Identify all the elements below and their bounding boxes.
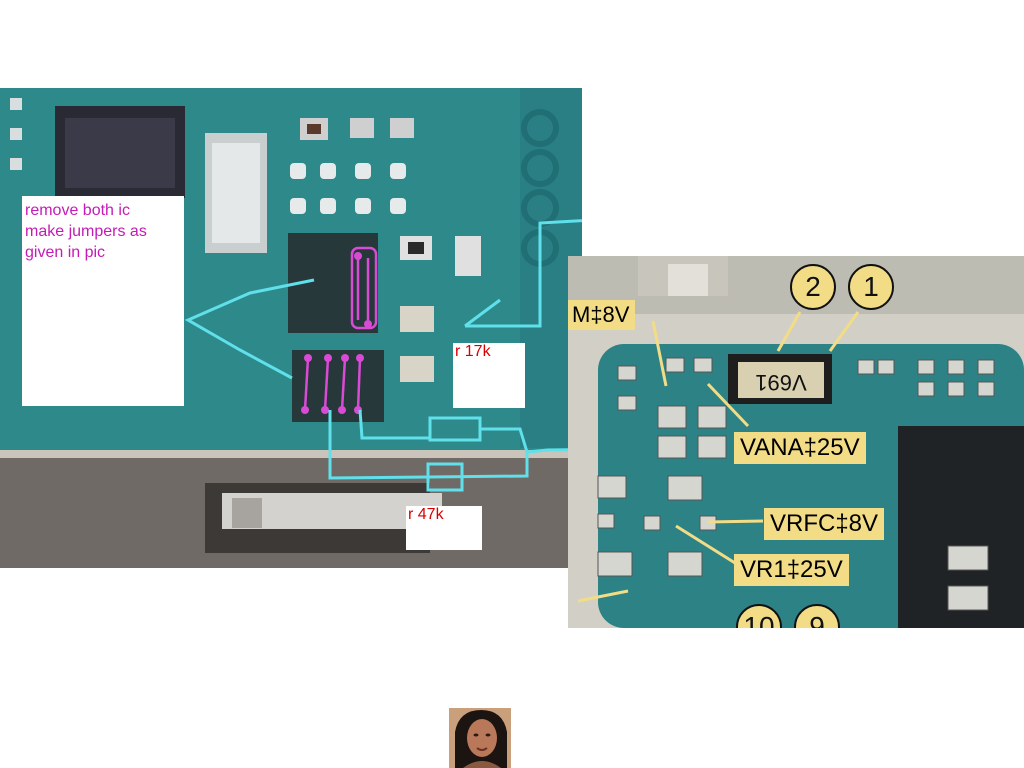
voltage-label-vr1: VR1‡25V: [734, 554, 849, 586]
svg-text:V691: V691: [755, 370, 806, 395]
jumper-wires: [184, 219, 582, 492]
resistor-label-47k: r 47k: [406, 506, 482, 550]
pcb-voltage-reference-photo: V691 2 1 1: [568, 256, 1024, 628]
voltage-label-m8v: M‡8V: [568, 300, 636, 330]
pin-number-2: 2: [790, 264, 836, 310]
voltage-label-vrfc: VRFC‡8V: [764, 508, 885, 540]
jumper-marks: [303, 246, 378, 411]
avatar: [449, 708, 511, 768]
avatar-photo-icon: [449, 708, 511, 768]
pin-number-1: 1: [848, 264, 894, 310]
pcb-board-left: [0, 88, 582, 568]
instruction-note: remove both ic make jumpers as given in …: [22, 196, 184, 406]
resistor-label-17k: r 17k: [453, 343, 525, 408]
voltage-label-vana: VANA‡25V: [734, 432, 866, 464]
pcb-jumper-photo: remove both ic make jumpers as given in …: [0, 88, 582, 568]
